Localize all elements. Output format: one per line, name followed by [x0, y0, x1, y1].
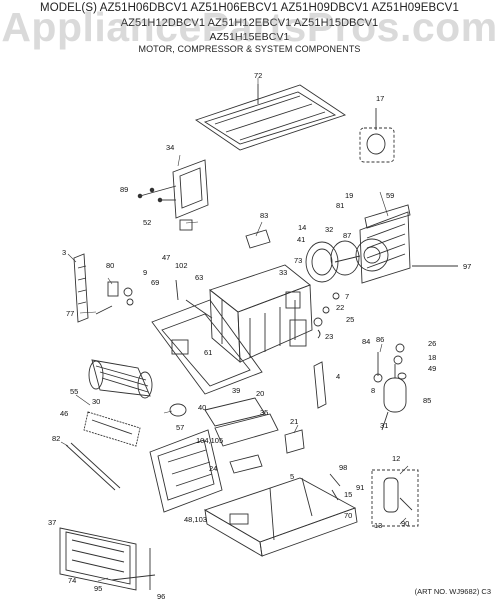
- label-17: 17: [376, 94, 384, 103]
- label-35: 35: [260, 408, 268, 417]
- label-46: 46: [60, 409, 68, 418]
- part-82-rail[interactable]: [65, 442, 121, 491]
- model-list-line-1: MODEL(S) AZ51H06DBCV1 AZ51H06EBCV1 AZ51H…: [40, 2, 459, 14]
- label-80: 80: [106, 261, 114, 270]
- label-24: 24: [209, 464, 217, 473]
- label-41: 41: [297, 235, 305, 244]
- label-22: 22: [336, 303, 344, 312]
- label-47: 47: [162, 253, 170, 262]
- label-74: 74: [68, 576, 76, 585]
- label-52: 52: [143, 218, 151, 227]
- part-chassis-frame[interactable]: [175, 264, 313, 364]
- label-39: 39: [232, 386, 240, 395]
- label-97: 97: [463, 262, 471, 271]
- label-49: 49: [428, 364, 436, 373]
- label-34: 34: [166, 143, 174, 152]
- label-98: 98: [339, 463, 347, 472]
- label-33: 33: [279, 268, 287, 277]
- part-34-control-bracket[interactable]: [137, 159, 209, 219]
- label-82: 82: [52, 434, 60, 443]
- label-59: 59: [386, 191, 394, 200]
- part-41-fan-motor[interactable]: [305, 240, 361, 283]
- label-40: 40: [198, 403, 206, 412]
- part-4-side-brace[interactable]: [313, 361, 327, 409]
- part-85-compressor[interactable]: [381, 364, 407, 431]
- part-17-overload[interactable]: [359, 108, 395, 163]
- label-85: 85: [423, 396, 431, 405]
- label-32: 32: [325, 225, 333, 234]
- part-12-capacitor[interactable]: [371, 469, 419, 527]
- part-72-top-rail[interactable]: [194, 84, 347, 151]
- model-list-line-3: AZ51H15EBCV1: [209, 31, 290, 43]
- label-84: 84: [362, 337, 370, 346]
- part-83-bracket[interactable]: [245, 229, 271, 249]
- label-81: 81: [336, 201, 344, 210]
- label-31: 31: [380, 421, 388, 430]
- diagram-title: MOTOR, COMPRESSOR & SYSTEM COMPONENTS: [138, 44, 361, 54]
- label-91: 91: [356, 483, 364, 492]
- label-15: 15: [344, 490, 352, 499]
- label-20: 20: [256, 389, 264, 398]
- part-80-bracket[interactable]: [95, 281, 134, 315]
- label-96: 96: [157, 592, 165, 600]
- label-73: 73: [294, 256, 302, 265]
- label-55: 55: [70, 387, 78, 396]
- label-86: 86: [376, 335, 384, 344]
- label-95: 95: [94, 584, 102, 593]
- art-number: (ART NO. WJ9682) C3: [414, 587, 491, 596]
- label-5: 5: [290, 472, 294, 481]
- part-22-fasteners[interactable]: [313, 292, 340, 339]
- label-104-105: 104,105: [196, 436, 223, 445]
- part-52-clip[interactable]: [179, 219, 193, 231]
- part-84-thermostat[interactable]: [373, 343, 407, 383]
- model-list-line-2: AZ51H12DBCV1 AZ51H12EBCV1 AZ51H15DBCV1: [120, 17, 379, 29]
- label-13: 13: [374, 521, 382, 530]
- part-57-control-panel[interactable]: [149, 429, 223, 513]
- leader-lines: [60, 78, 409, 582]
- label-9: 9: [143, 268, 147, 277]
- label-30: 30: [92, 397, 100, 406]
- label-4: 4: [336, 372, 340, 381]
- label-89: 89: [120, 185, 128, 194]
- label-70: 70: [344, 511, 352, 520]
- label-77: 77: [66, 309, 74, 318]
- label-69: 69: [151, 278, 159, 287]
- label-87: 87: [343, 231, 351, 240]
- label-26: 26: [428, 339, 436, 348]
- label-83: 83: [260, 211, 268, 220]
- label-23: 23: [325, 332, 333, 341]
- part-21-bracket[interactable]: [229, 429, 305, 474]
- label-8: 8: [371, 386, 375, 395]
- part-15-screw[interactable]: [329, 473, 341, 501]
- label-3: 3: [62, 248, 66, 257]
- label-37: 37: [48, 518, 56, 527]
- part-37-front-grille[interactable]: [59, 527, 156, 591]
- label-90: 90: [401, 519, 409, 528]
- part-61-blower-housing[interactable]: [151, 299, 263, 395]
- part-70-base-pan[interactable]: [203, 477, 358, 557]
- label-19: 19: [345, 191, 353, 200]
- label-7: 7: [345, 292, 349, 301]
- part-59-condenser-coil[interactable]: [355, 204, 458, 284]
- label-102: 102: [175, 261, 188, 270]
- label-72: 72: [254, 71, 262, 80]
- label-48-103: 48,103: [184, 515, 207, 524]
- label-57: 57: [176, 423, 184, 432]
- part-40-motor-mount[interactable]: [169, 397, 279, 447]
- label-63: 63: [195, 273, 203, 282]
- label-12: 12: [392, 454, 400, 463]
- part-3-side-brace[interactable]: [73, 253, 89, 323]
- label-18: 18: [428, 353, 436, 362]
- part-number-labels: 72 17 34 89 59 19 81 52 83 14 32 87 41 3…: [48, 71, 471, 600]
- label-61: 61: [204, 348, 212, 357]
- part-30-blower-wheel[interactable]: [88, 359, 153, 399]
- part-46-filter[interactable]: [83, 411, 141, 447]
- label-25: 25: [346, 315, 354, 324]
- label-21: 21: [290, 417, 298, 426]
- label-14: 14: [298, 223, 306, 232]
